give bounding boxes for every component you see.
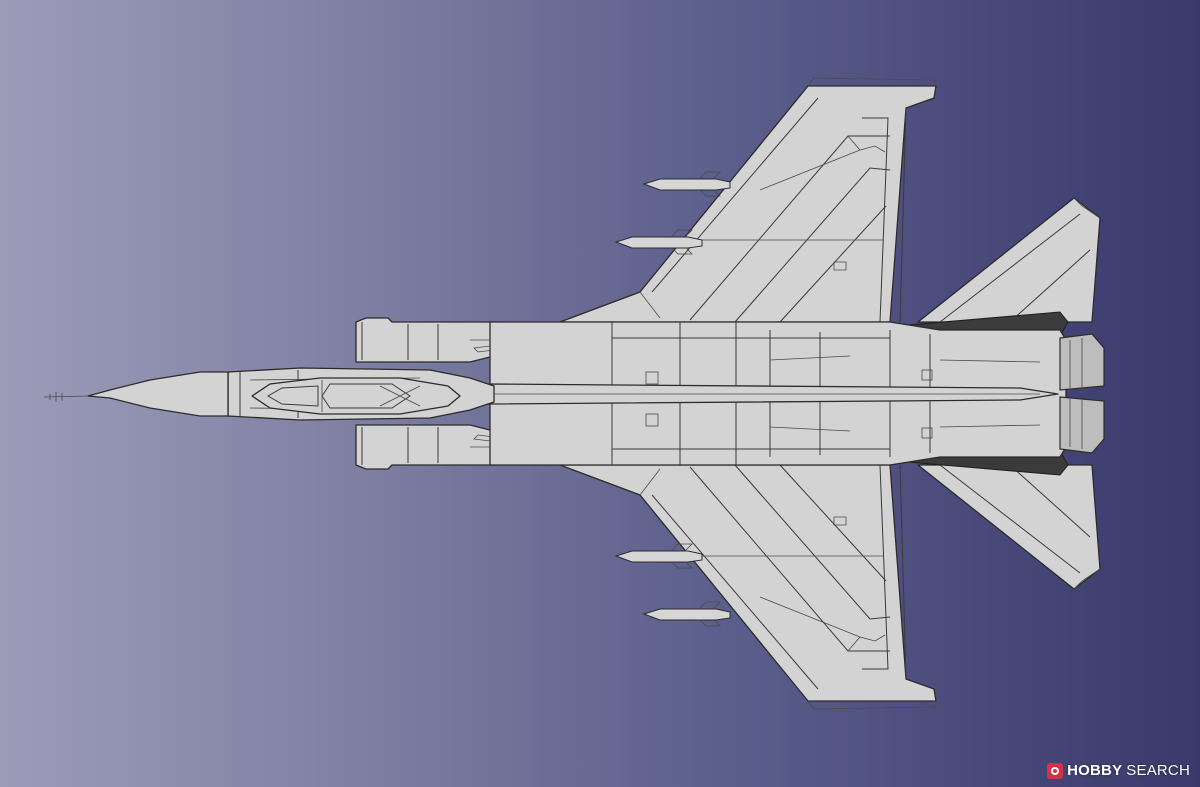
watermark: HOBBY SEARCH	[1047, 762, 1190, 779]
missile-upper-outer	[642, 171, 731, 197]
watermark-search-text: SEARCH	[1126, 762, 1190, 779]
dorsal-spine	[439, 383, 1059, 405]
engine-nozzles	[1059, 333, 1105, 454]
missile-upper-inner	[614, 229, 703, 255]
pitot-vanes	[49, 392, 63, 402]
watermark-hobby-text: HOBBY	[1067, 762, 1123, 779]
hobby-search-logo-icon	[1047, 762, 1064, 779]
upper-wing	[559, 77, 937, 323]
lower-wing	[559, 464, 937, 710]
pitot-tube	[43, 395, 89, 398]
upper-intake	[355, 317, 495, 363]
missile-lower-inner	[614, 543, 703, 569]
lower-stabilizer	[917, 464, 1101, 590]
nose-radome	[87, 371, 229, 417]
missile-lower-outer	[642, 601, 731, 627]
cockpit-canopy	[251, 377, 461, 415]
lower-intake	[355, 424, 495, 470]
upper-stabilizer	[917, 197, 1101, 323]
